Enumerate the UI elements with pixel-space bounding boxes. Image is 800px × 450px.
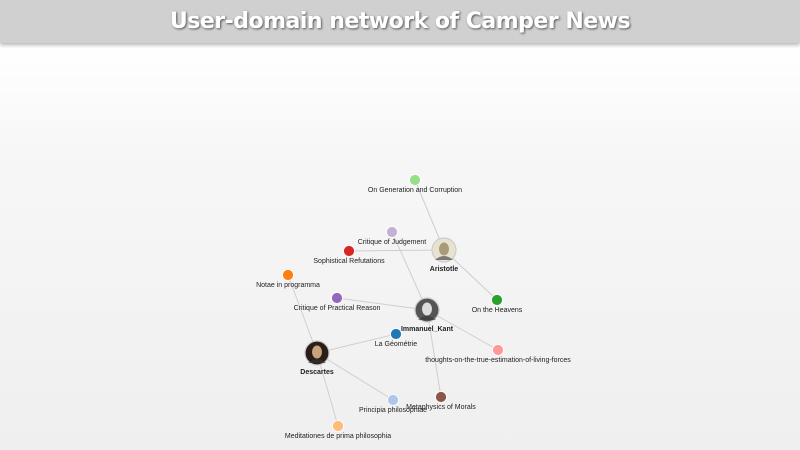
domain-node-label: La Géométrie: [375, 341, 418, 348]
page-title: User-domain network of Camper News: [169, 9, 631, 34]
user-node[interactable]: Immanuel_Kant: [401, 297, 454, 333]
domain-node-label: Notae in programma: [256, 282, 320, 289]
domain-node-circle[interactable]: [390, 328, 402, 340]
domain-node-circle[interactable]: [387, 394, 399, 406]
domain-node[interactable]: La Géométrie: [375, 328, 418, 349]
edge-line: [414, 179, 445, 251]
domain-node[interactable]: On Generation and Corruption: [368, 174, 462, 195]
domain-node-circle[interactable]: [332, 420, 344, 432]
domain-node-circle[interactable]: [282, 269, 294, 281]
user-node-label: Aristotle: [430, 266, 459, 273]
edge-line: [316, 333, 397, 354]
domain-node[interactable]: On the Heavens: [472, 294, 523, 315]
face-shape: [422, 302, 432, 316]
domain-node-label: Principia philosophiae: [359, 407, 427, 414]
domain-node-label: Metaphysics of Morals: [406, 404, 476, 411]
domain-node-label: Meditationes de prima philosophia: [285, 433, 391, 440]
edge-line: [426, 309, 499, 351]
shoulders-shape: [435, 256, 453, 260]
shoulders-shape: [308, 359, 326, 363]
domain-node[interactable]: Notae in programma: [256, 269, 320, 290]
domain-node-label: Sophistical Refutations: [313, 258, 385, 265]
edge-line: [316, 352, 394, 401]
domain-node[interactable]: Critique of Judgement: [358, 226, 427, 247]
header-bar: User-domain network of Camper News: [0, 0, 800, 43]
face-shape: [439, 242, 449, 256]
edge-line: [391, 231, 428, 311]
domain-node-circle[interactable]: [435, 391, 447, 403]
domain-node[interactable]: Critique of Practical Reason: [294, 292, 381, 313]
domain-node-label: On the Heavens: [472, 307, 523, 314]
edge-line: [287, 274, 318, 354]
domain-node-label: On Generation and Corruption: [368, 187, 462, 194]
domain-node-circle[interactable]: [331, 292, 343, 304]
edge-line: [348, 249, 445, 252]
domain-node[interactable]: Metaphysics of Morals: [406, 391, 476, 412]
face-shape: [312, 345, 322, 359]
user-node-label: Descartes: [300, 369, 334, 376]
domain-node[interactable]: thoughts-on-the-true-estimation-of-livin…: [425, 344, 571, 365]
domain-node-label: Critique of Practical Reason: [294, 305, 381, 312]
domain-node-circle[interactable]: [492, 344, 504, 356]
user-node[interactable]: Descartes: [300, 340, 334, 376]
domain-node-circle[interactable]: [386, 226, 398, 238]
domain-node[interactable]: Sophistical Refutations: [313, 245, 385, 266]
shoulders-shape: [418, 316, 436, 320]
domain-node-circle[interactable]: [409, 174, 421, 186]
domain-node-circle[interactable]: [343, 245, 355, 257]
user-node-label: Immanuel_Kant: [401, 326, 454, 333]
user-node[interactable]: Aristotle: [430, 237, 459, 273]
domain-node-label: thoughts-on-the-true-estimation-of-livin…: [425, 357, 571, 364]
edge-line: [336, 297, 428, 311]
edge-line: [426, 309, 442, 398]
domain-node[interactable]: Meditationes de prima philosophia: [285, 420, 391, 441]
domain-node[interactable]: Principia philosophiae: [359, 394, 427, 415]
domain-node-circle[interactable]: [491, 294, 503, 306]
domain-node-label: Critique of Judgement: [358, 239, 427, 246]
edge-line: [316, 352, 339, 427]
